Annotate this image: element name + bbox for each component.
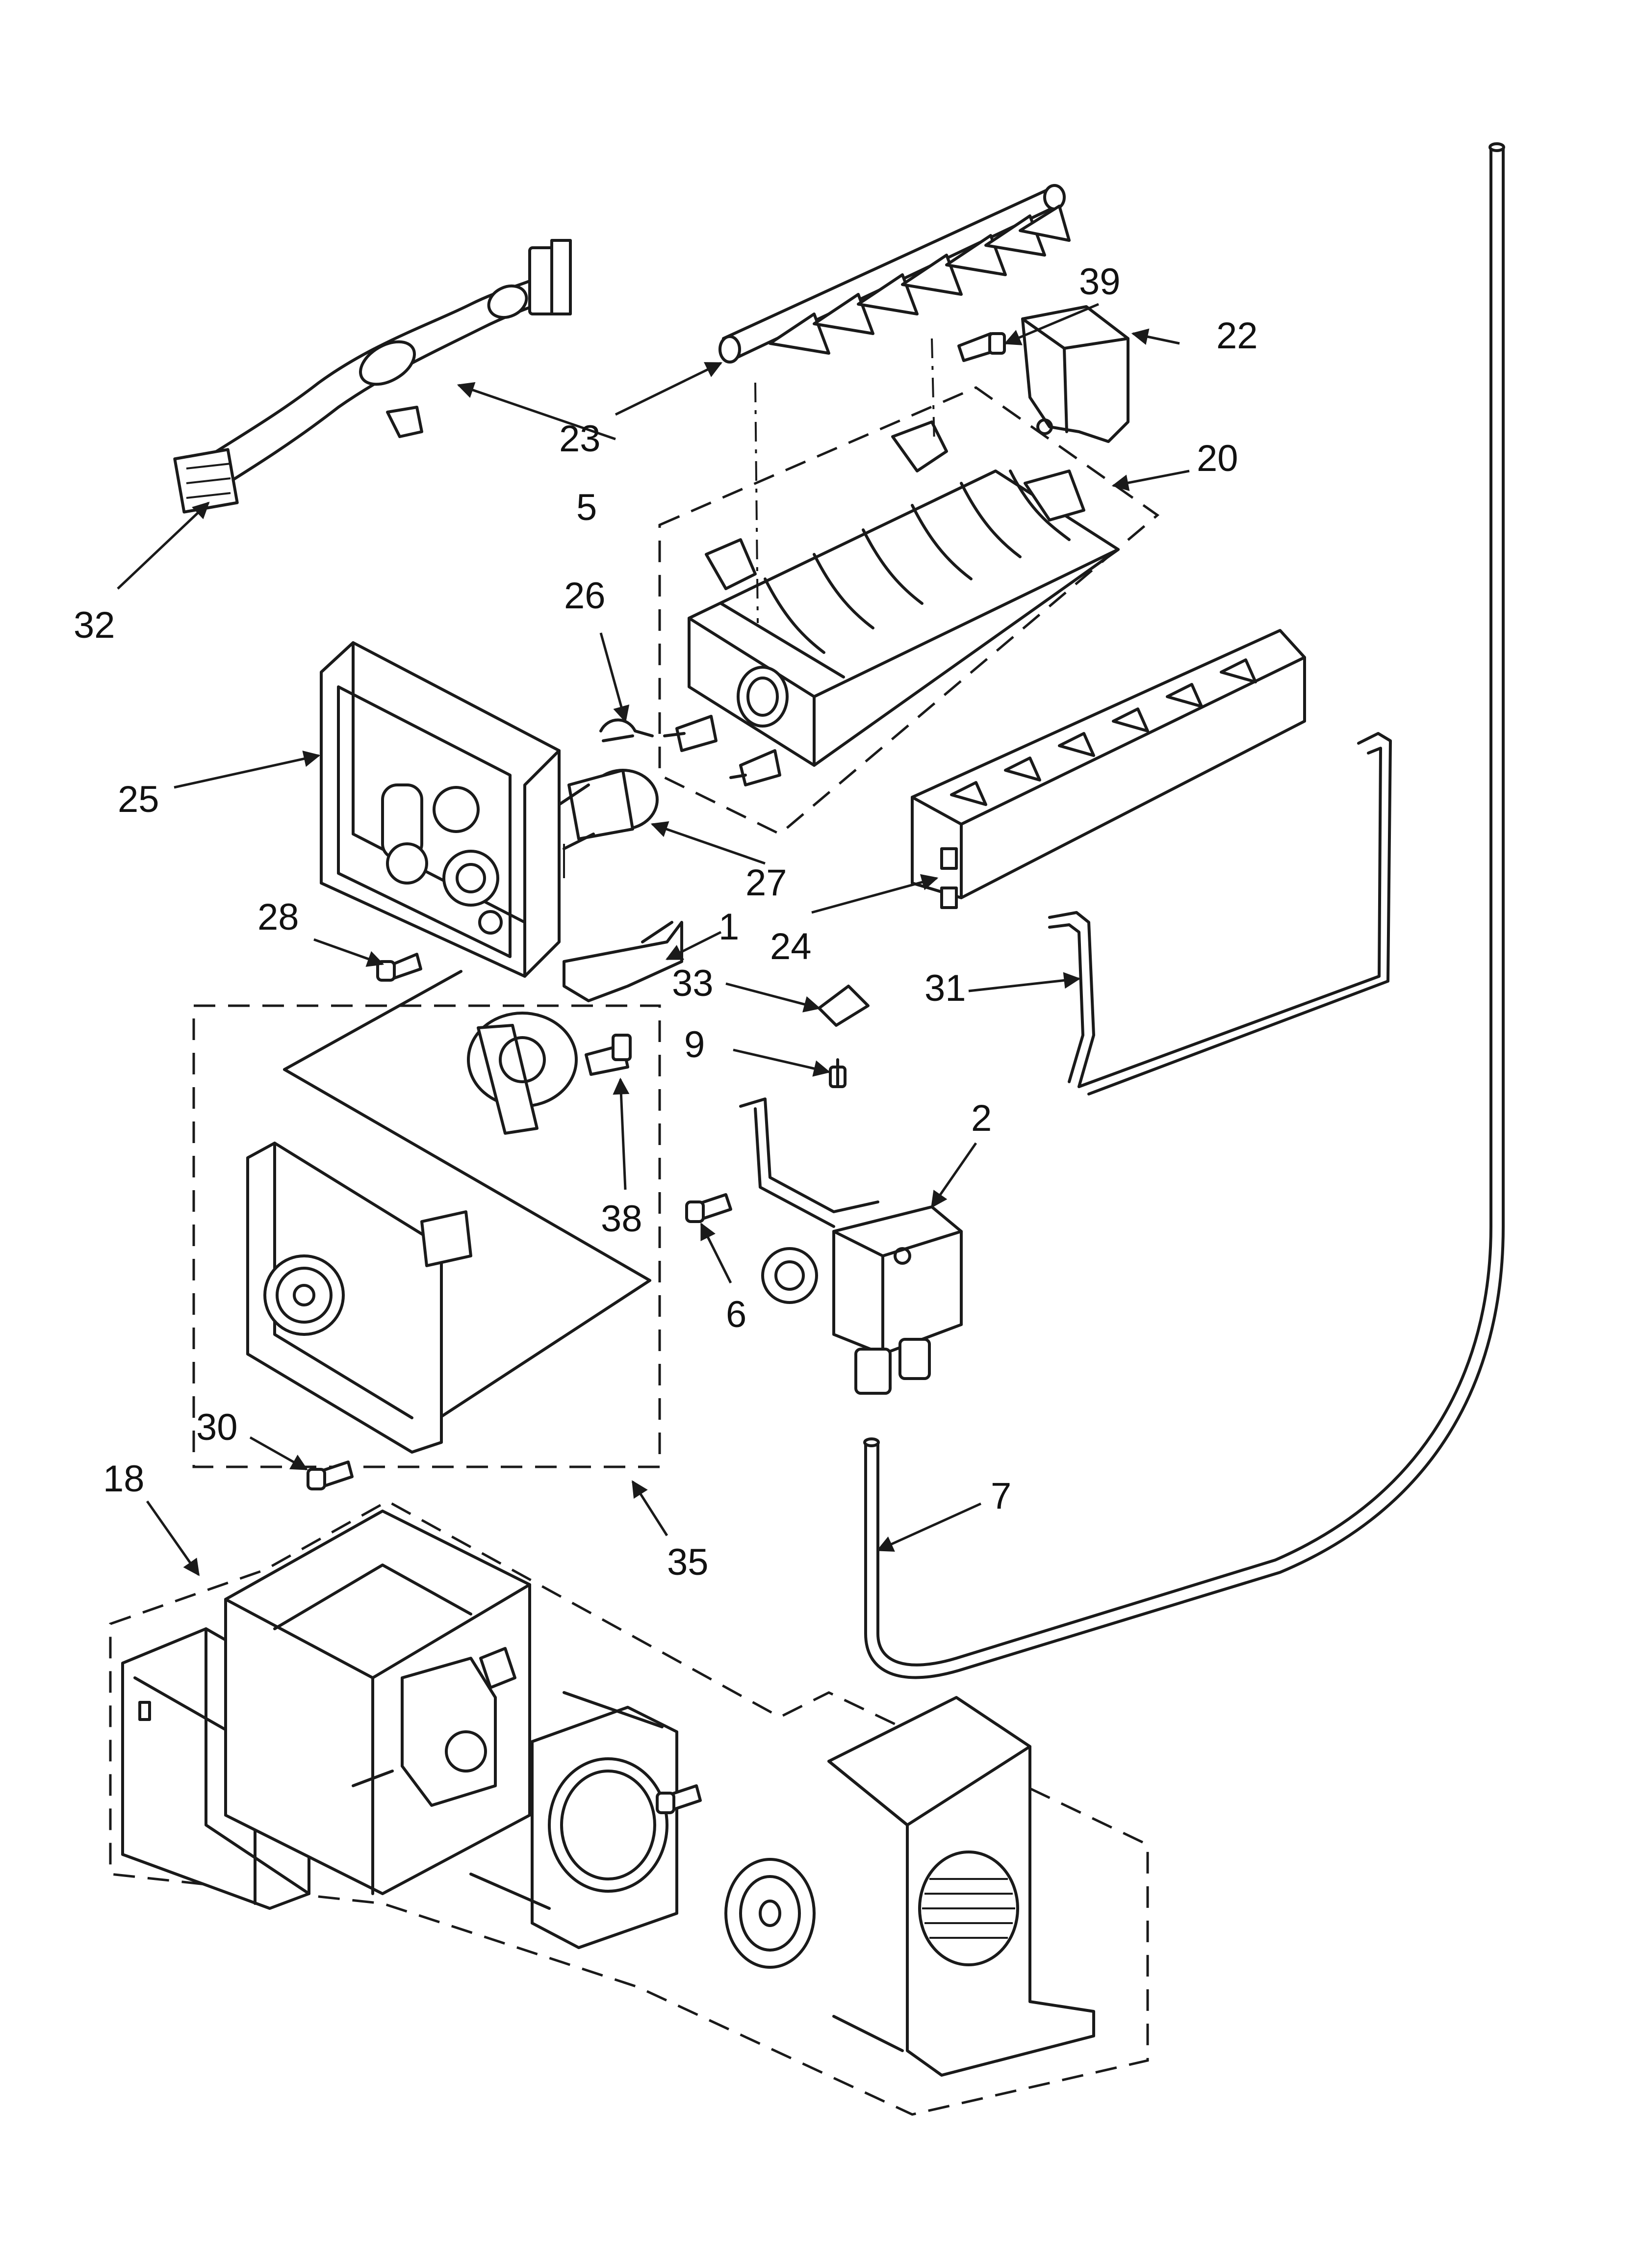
thermostat-clip xyxy=(599,718,654,742)
alignment-line-shaft xyxy=(754,382,759,624)
callout-26: 26 xyxy=(564,575,606,617)
water-tube-long xyxy=(863,142,1505,1679)
ejector-shaft xyxy=(718,184,1071,364)
fill-cup xyxy=(1021,305,1129,443)
callout-7: 7 xyxy=(991,1475,1011,1517)
screw-39 xyxy=(957,332,1006,362)
callout-28: 28 xyxy=(257,896,299,938)
screw-28 xyxy=(376,953,422,982)
screw-6 xyxy=(685,1193,732,1223)
callout-33: 33 xyxy=(672,963,714,1004)
mold-assembly-boundary xyxy=(658,386,1160,835)
dispenser-assembly-boundary xyxy=(109,1500,1149,2116)
callout-2: 2 xyxy=(971,1097,992,1139)
callout-labels: 39 22 23 20 5 32 26 25 27 24 28 1 33 31 … xyxy=(74,261,1258,1583)
callout-23: 23 xyxy=(559,418,601,460)
water-valve xyxy=(739,1097,963,1395)
callout-32: 32 xyxy=(74,604,115,646)
callout-38: 38 xyxy=(601,1198,642,1240)
wire-harness xyxy=(173,239,572,514)
callout-39: 39 xyxy=(1079,261,1121,303)
callout-27: 27 xyxy=(745,862,787,904)
auger-motor xyxy=(352,1647,516,1807)
motor-module-boundary xyxy=(192,1004,661,1468)
evaporator-fan-housing xyxy=(827,1696,1095,2077)
thermostat xyxy=(558,769,659,878)
callout-1: 1 xyxy=(718,906,739,948)
callout-22: 22 xyxy=(1216,315,1258,357)
clip-33 xyxy=(818,985,870,1027)
callout-20: 20 xyxy=(1197,438,1238,479)
fan-shroud xyxy=(469,1691,678,1949)
callout-25: 25 xyxy=(118,779,159,820)
callout-24: 24 xyxy=(770,926,812,967)
callout-6: 6 xyxy=(726,1294,746,1335)
bracket-1 xyxy=(563,921,683,1002)
blower-wheel xyxy=(724,1858,816,1969)
callout-5: 5 xyxy=(576,487,597,528)
callout-30: 30 xyxy=(196,1407,238,1448)
alignment-line-screw xyxy=(931,338,935,444)
fan-screw xyxy=(656,1784,702,1814)
screw-30 xyxy=(307,1460,354,1490)
shutoff-arm xyxy=(1048,732,1392,1095)
callout-35: 35 xyxy=(667,1541,709,1583)
control-housing xyxy=(320,641,561,978)
mold-body xyxy=(663,420,1120,786)
screw-9 xyxy=(829,1058,847,1088)
ice-stripper xyxy=(911,629,1306,909)
motor-module xyxy=(246,970,651,1454)
callout-9: 9 xyxy=(684,1024,705,1066)
callout-31: 31 xyxy=(924,967,966,1009)
leader-lines xyxy=(117,303,1190,1576)
callout-18: 18 xyxy=(103,1458,145,1500)
motor xyxy=(467,1012,632,1135)
